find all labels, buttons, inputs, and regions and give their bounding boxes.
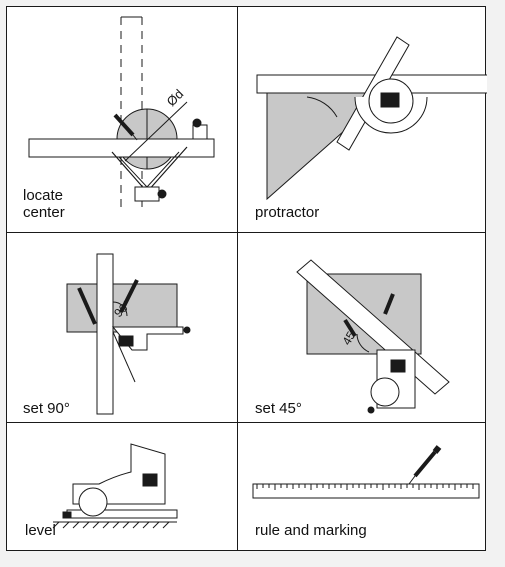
set-90-illustration: 90° (66, 253, 191, 415)
cell-set-90: 90° set 90° (7, 232, 237, 422)
rule-marking-illustration (252, 445, 480, 499)
label-set-45: set 45° (255, 400, 302, 417)
label-protractor: protractor (255, 204, 320, 221)
label-level: level (25, 522, 56, 539)
cell-protractor: protractor (237, 7, 487, 232)
locate-center-illustration: Ød (28, 16, 215, 207)
label-locate-center: locate center (23, 187, 65, 221)
level-illustration (52, 443, 178, 529)
label-rule-marking: rule and marking (255, 522, 367, 539)
cell-rule-marking: rule and marking (237, 422, 487, 552)
cell-locate-center: Ød locate center (7, 7, 237, 232)
protractor-illustration (256, 36, 487, 201)
label-set-90: set 90° (23, 400, 70, 417)
row-divider-2 (7, 422, 485, 423)
column-divider (237, 7, 238, 550)
row-divider-1 (7, 232, 485, 233)
set-45-illustration: 45° (296, 259, 450, 414)
diagram-frame: Ød locate center protractor (6, 6, 487, 552)
cell-set-45: 45° set 45° (237, 232, 487, 422)
cell-level: level (7, 422, 237, 552)
